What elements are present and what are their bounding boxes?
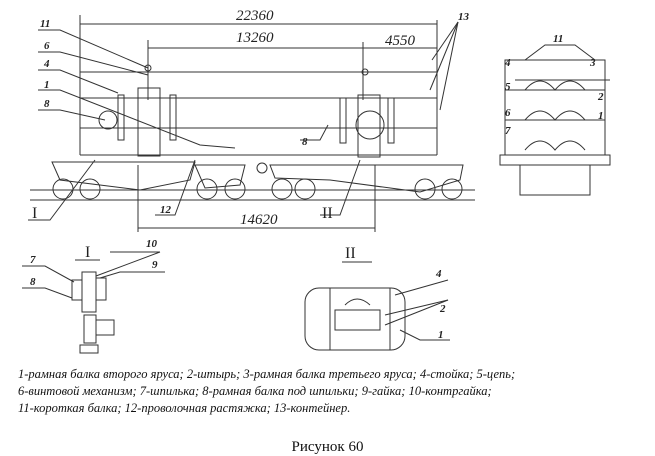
detailI-callout-10: 10 [146, 238, 158, 250]
detailI-callout-7: 7 [30, 254, 36, 266]
end-callout-5: 5 [505, 81, 511, 93]
legend-line: 1-рамная балка второго яруса; 2-штырь; 3… [18, 367, 516, 381]
legend-line: 6-винтовой механизм; 7-шпилька; 8-рамная… [18, 384, 492, 398]
detailI-callout-8: 8 [30, 276, 36, 288]
detail-mark-II: II [322, 205, 333, 222]
callout-6: 6 [44, 40, 50, 52]
callout-12: 12 [160, 204, 172, 216]
callout-8b: 8 [302, 136, 308, 148]
detail-II-title: II [345, 245, 356, 262]
callout-1: 1 [44, 79, 50, 91]
dim-overall: 22360 [236, 8, 274, 24]
legend: 1-рамная балка второго яруса; 2-штырь; 3… [18, 366, 648, 417]
callout-13: 13 [458, 11, 470, 23]
figure-caption: Рисунок 60 [291, 439, 364, 455]
end-view [499, 44, 611, 196]
end-callout-1: 1 [598, 110, 604, 122]
legend-line: 11-короткая балка; 12-проволочная растяж… [18, 401, 351, 415]
dim-middle: 13260 [236, 30, 274, 46]
detail-II-drawing [304, 261, 450, 351]
detailII-callout-2: 2 [439, 303, 446, 315]
end-callout-4: 4 [504, 57, 511, 69]
detailII-callout-1: 1 [438, 329, 444, 341]
end-callout-3: 3 [589, 57, 596, 69]
technical-drawing: 22360 13260 4550 14620 11 [22, 8, 611, 354]
end-callout-7: 7 [505, 125, 511, 137]
containers [80, 64, 437, 158]
callout-8: 8 [44, 98, 50, 110]
detail-I-drawing [22, 251, 165, 354]
callout-4: 4 [43, 58, 50, 70]
dim-end: 4550 [385, 33, 416, 49]
leader-lines [28, 21, 459, 221]
end-callout-6: 6 [505, 107, 511, 119]
detail-mark-I: I [32, 205, 37, 222]
end-callout-2: 2 [597, 91, 604, 103]
detailI-callout-9: 9 [152, 259, 158, 271]
detail-I-title: I [85, 244, 90, 261]
dim-base: 14620 [240, 212, 278, 228]
wagons [30, 161, 475, 201]
end-callout-11: 11 [553, 33, 563, 45]
callout-11: 11 [40, 18, 50, 30]
detailII-callout-4: 4 [435, 268, 442, 280]
dimension-lines [79, 15, 438, 232]
